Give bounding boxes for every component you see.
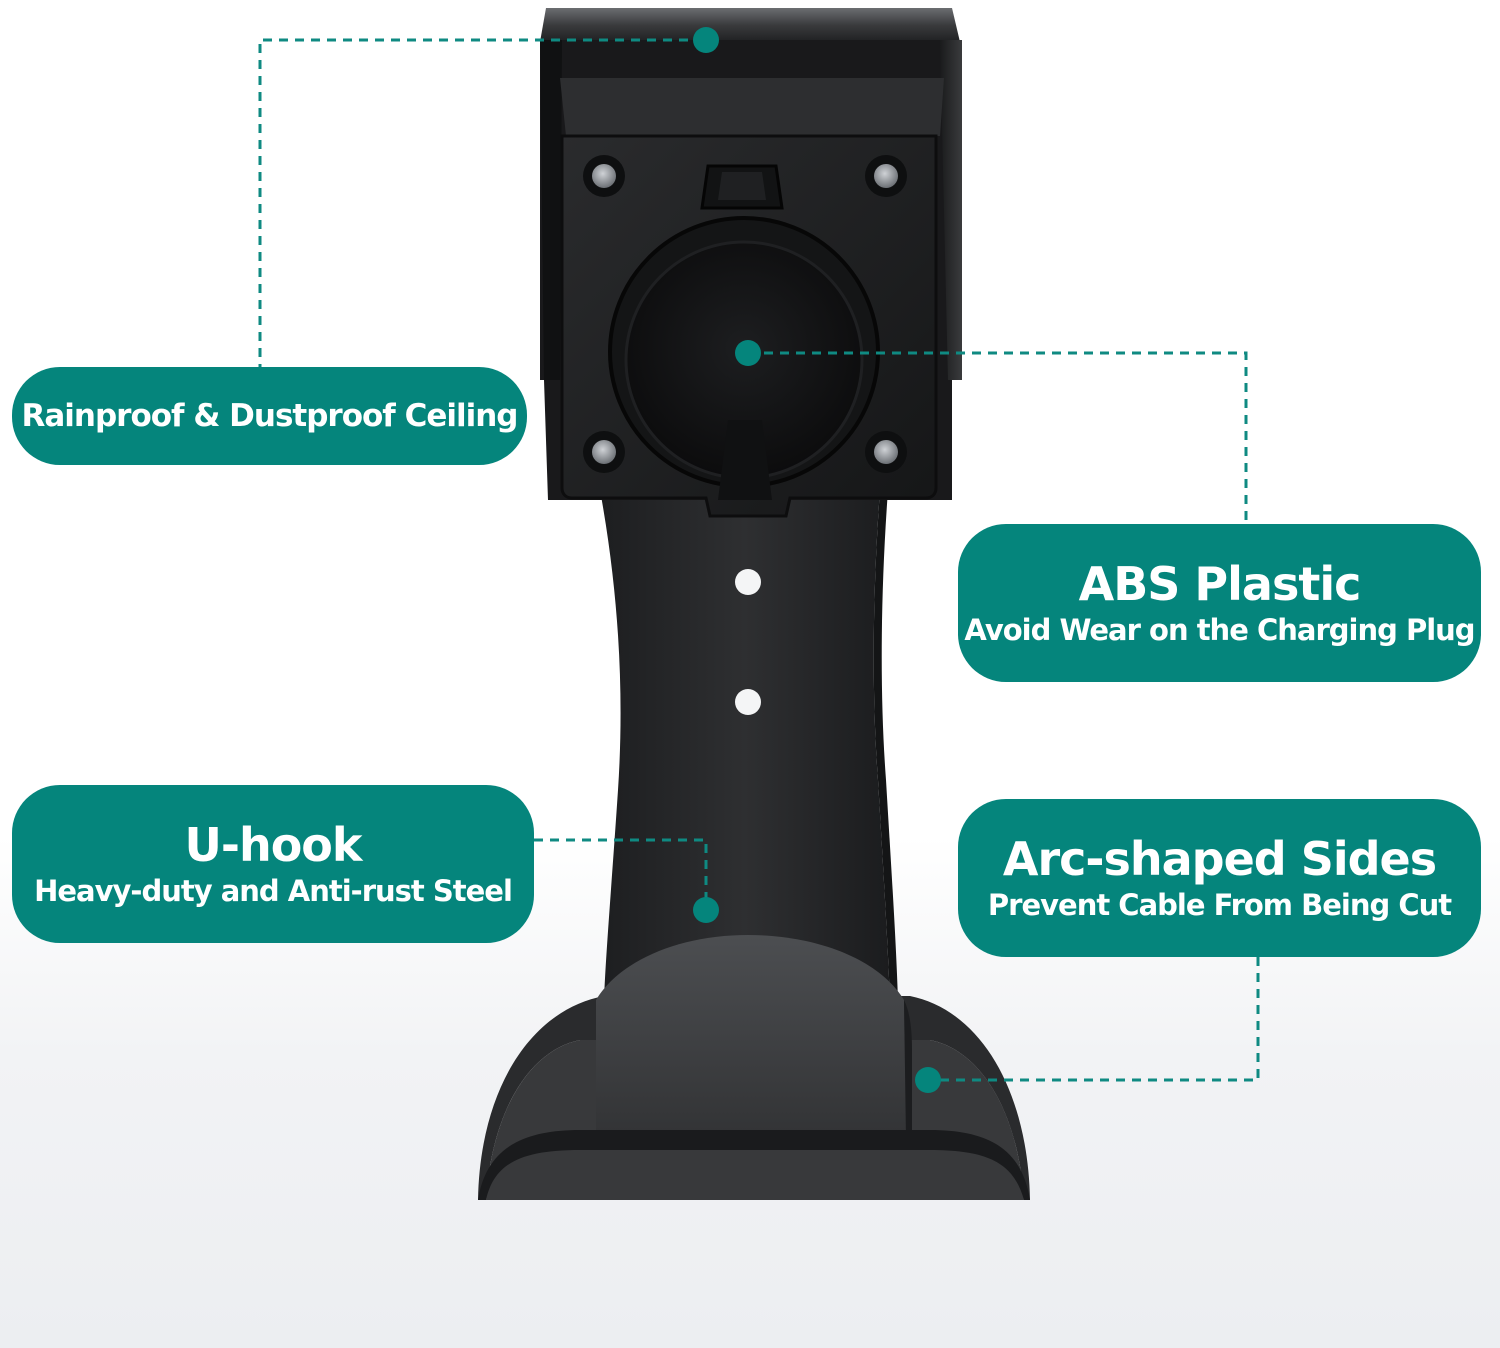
callout-abs-title: ABS Plastic (1078, 557, 1362, 611)
plate-screws (583, 155, 907, 473)
callout-uhook-subtitle: Heavy-duty and Anti-rust Steel (34, 874, 513, 908)
callout-arc-title: Arc-shaped Sides (1002, 832, 1437, 886)
dot-ceiling (693, 27, 719, 53)
hook-tongue (596, 935, 906, 1140)
stem-hole-lower (735, 689, 761, 715)
callout-u-hook: U-hook Heavy-duty and Anti-rust Steel (12, 785, 534, 943)
connector-arc (928, 957, 1260, 1082)
hook-tongue-right-edge (904, 1000, 912, 1140)
callout-ceiling-title: Rainproof & Dustproof Ceiling (21, 398, 518, 434)
dot-abs (735, 340, 761, 366)
stem-hole-upper (735, 569, 761, 595)
bracket-stem-edge (873, 490, 898, 1000)
callout-uhook-title: U-hook (184, 818, 363, 872)
bracket-stem (600, 490, 890, 1000)
connector-uhook (534, 838, 708, 910)
callout-abs-subtitle: Avoid Wear on the Charging Plug (964, 613, 1475, 647)
connector-ceiling (258, 38, 704, 367)
hood-inner (560, 78, 944, 136)
dot-arc (915, 1067, 941, 1093)
connector-abs (748, 351, 1248, 524)
hood-left-side (540, 40, 562, 380)
hook-front-lip (478, 1130, 1030, 1200)
callout-arc-sides: Arc-shaped Sides Prevent Cable From Bein… (958, 799, 1481, 957)
hood-top-cap (540, 8, 960, 42)
dot-uhook (693, 897, 719, 923)
callout-arc-subtitle: Prevent Cable From Being Cut (987, 888, 1452, 922)
hood-right-side (940, 40, 962, 380)
callout-ceiling: Rainproof & Dustproof Ceiling (12, 367, 527, 465)
callout-abs-plastic: ABS Plastic Avoid Wear on the Charging P… (958, 524, 1481, 682)
